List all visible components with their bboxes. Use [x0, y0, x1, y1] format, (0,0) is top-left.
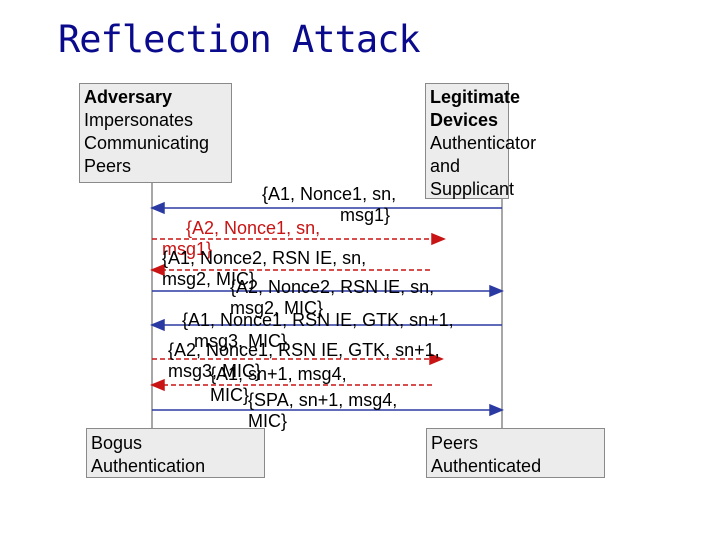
arrow-msg4-spa [152, 403, 504, 417]
msg3-a2-label: {A2, Nonce1, RSN IE, GTK, sn+1, msg3, MI… [168, 340, 440, 382]
page-title: Reflection Attack [58, 18, 421, 61]
arrow-msg4-a1 [150, 378, 432, 392]
msg3-a2-line2: msg3, MIC} [168, 361, 262, 381]
msg2-a2-line2: msg2, MIC} [230, 298, 324, 318]
arrow-msg1-a2 [152, 232, 446, 246]
msg4-a1-line1: {A1, sn+1, msg4, [210, 364, 347, 384]
adversary-box: Adversary Impersonates Communicating Pee… [79, 83, 232, 183]
msg1-a1-line1: {A1, Nonce1, sn, [262, 184, 397, 204]
legit-desc-2: and [430, 156, 461, 176]
msg3-a1-line2: msg3, MIC} [194, 331, 288, 351]
bogus-line-1: Bogus [91, 433, 143, 453]
arrow-msg3-a1 [150, 318, 502, 332]
bogus-line-2: Authentication [91, 456, 206, 476]
msg1-a2-label: {A2, Nonce1, sn, msg1} [162, 218, 321, 260]
legit-desc-3: Supplicant [430, 179, 515, 199]
msg2-a2-line1: {A2, Nonce2, RSN IE, sn, [230, 277, 435, 297]
msg3-a2-line1: {A2, Nonce1, RSN IE, GTK, sn+1, [168, 340, 440, 360]
msg1-a1-line2: msg1} [340, 205, 391, 225]
msg3-a1-line1: {A1, Nonce1, RSN IE, GTK, sn+1, [182, 310, 454, 330]
arrow-msg2-a1 [150, 263, 430, 277]
legit-devices-box: Legitimate Devices Authenticator and Sup… [425, 83, 537, 199]
msg2-a1-line1: {A1, Nonce2, RSN IE, sn, [162, 248, 367, 268]
msg1-a2-line1: {A2, Nonce1, sn, [186, 218, 321, 238]
legit-label-2: Devices [430, 110, 499, 130]
arrow-msg3-a2 [152, 352, 444, 366]
msg4-a1-line2: MIC} [210, 385, 250, 405]
msg3-a1-label: {A1, Nonce1, RSN IE, GTK, sn+1, msg3, MI… [182, 310, 454, 352]
arrow-msg2-a2 [152, 284, 504, 298]
msg1-a1-label: {A1, Nonce1, sn, msg1} [262, 184, 396, 226]
msg4-spa-line1: {SPA, sn+1, msg4, [248, 390, 398, 410]
peers-line-2: Authenticated [431, 456, 542, 476]
adversary-desc-3: Peers [84, 156, 132, 176]
msg1-a2-line2: msg1} [162, 239, 213, 259]
adversary-desc-2: Communicating [84, 133, 210, 153]
legit-desc-1: Authenticator [430, 133, 537, 153]
msg2-a2-label: {A2, Nonce2, RSN IE, sn, msg2, MIC} [230, 277, 434, 319]
msg2-a1-label: {A1, Nonce2, RSN IE, sn, msg2, MIC} [162, 248, 366, 290]
arrow-msg1-a1 [150, 201, 502, 215]
peers-line-1: Peers [431, 433, 479, 453]
adversary-desc-1: Impersonates [84, 110, 194, 130]
msg2-a1-line2: msg2, MIC} [162, 269, 256, 289]
adversary-label: Adversary [84, 87, 173, 107]
peers-authenticated-box: Peers Authenticated [426, 428, 605, 478]
bogus-authentication-box: Bogus Authentication [86, 428, 265, 478]
msg4-a1-label: {A1, sn+1, msg4, MIC} [210, 364, 347, 406]
legit-label-1: Legitimate [430, 87, 521, 107]
msg4-spa-label: {SPA, sn+1, msg4, MIC} [248, 390, 397, 432]
msg4-spa-line2: MIC} [248, 411, 288, 431]
